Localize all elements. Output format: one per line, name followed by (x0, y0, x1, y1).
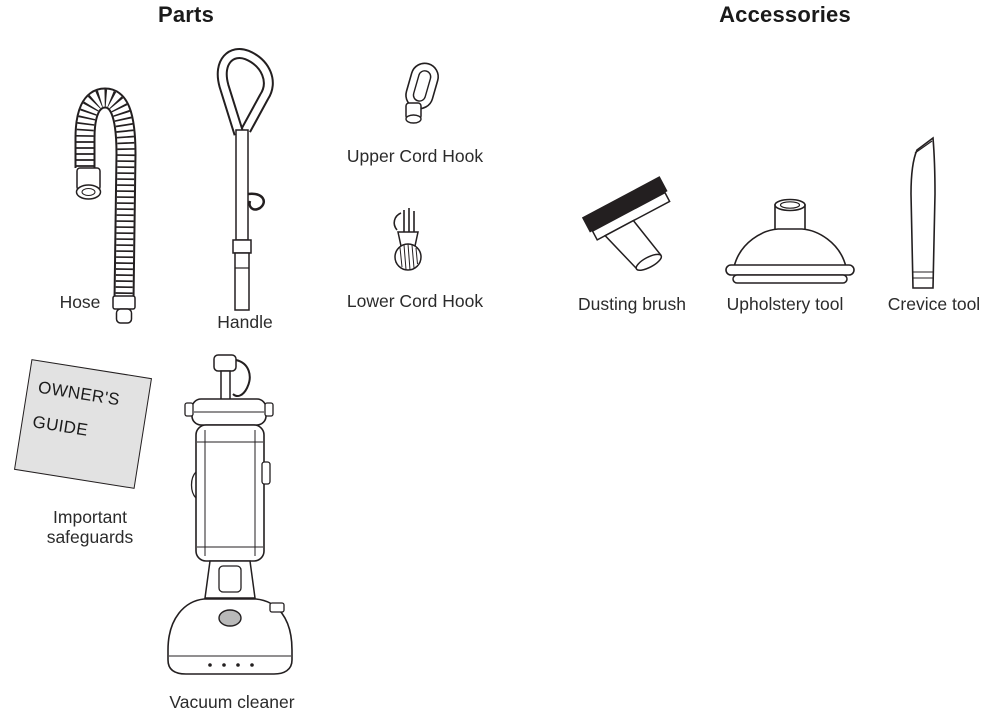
important-safeguards-label: Important safeguards (30, 507, 150, 547)
vacuum-cleaner-illustration (167, 354, 293, 675)
upholstery-tool-label: Upholstery tool (726, 294, 844, 314)
parts-heading: Parts (157, 2, 215, 27)
owners-guide-line2: GUIDE (31, 412, 90, 440)
important-safeguards-line2: safeguards (46, 527, 134, 548)
upholstery-tool-illustration (725, 198, 855, 284)
lower-cord-hook-illustration (393, 208, 422, 271)
vacuum-cleaner-label: Vacuum cleaner (169, 692, 295, 712)
dusting-brush-illustration (581, 176, 671, 271)
crevice-tool-illustration (910, 136, 936, 289)
handle-illustration (216, 48, 274, 311)
lower-cord-hook-label: Lower Cord Hook (346, 291, 484, 311)
hose-illustration (74, 87, 137, 324)
dusting-brush-label: Dusting brush (578, 294, 686, 314)
upper-cord-hook-illustration (405, 62, 439, 124)
handle-label: Handle (217, 312, 273, 332)
hose-label: Hose (59, 292, 101, 312)
crevice-tool-label: Crevice tool (887, 294, 981, 314)
upper-cord-hook-label: Upper Cord Hook (346, 146, 484, 166)
accessories-heading: Accessories (719, 2, 851, 27)
owners-guide-booklet: OWNER'S GUIDE (13, 359, 153, 489)
owners-guide-line1: OWNER'S (36, 377, 122, 410)
important-safeguards-line1: Important (53, 507, 127, 527)
